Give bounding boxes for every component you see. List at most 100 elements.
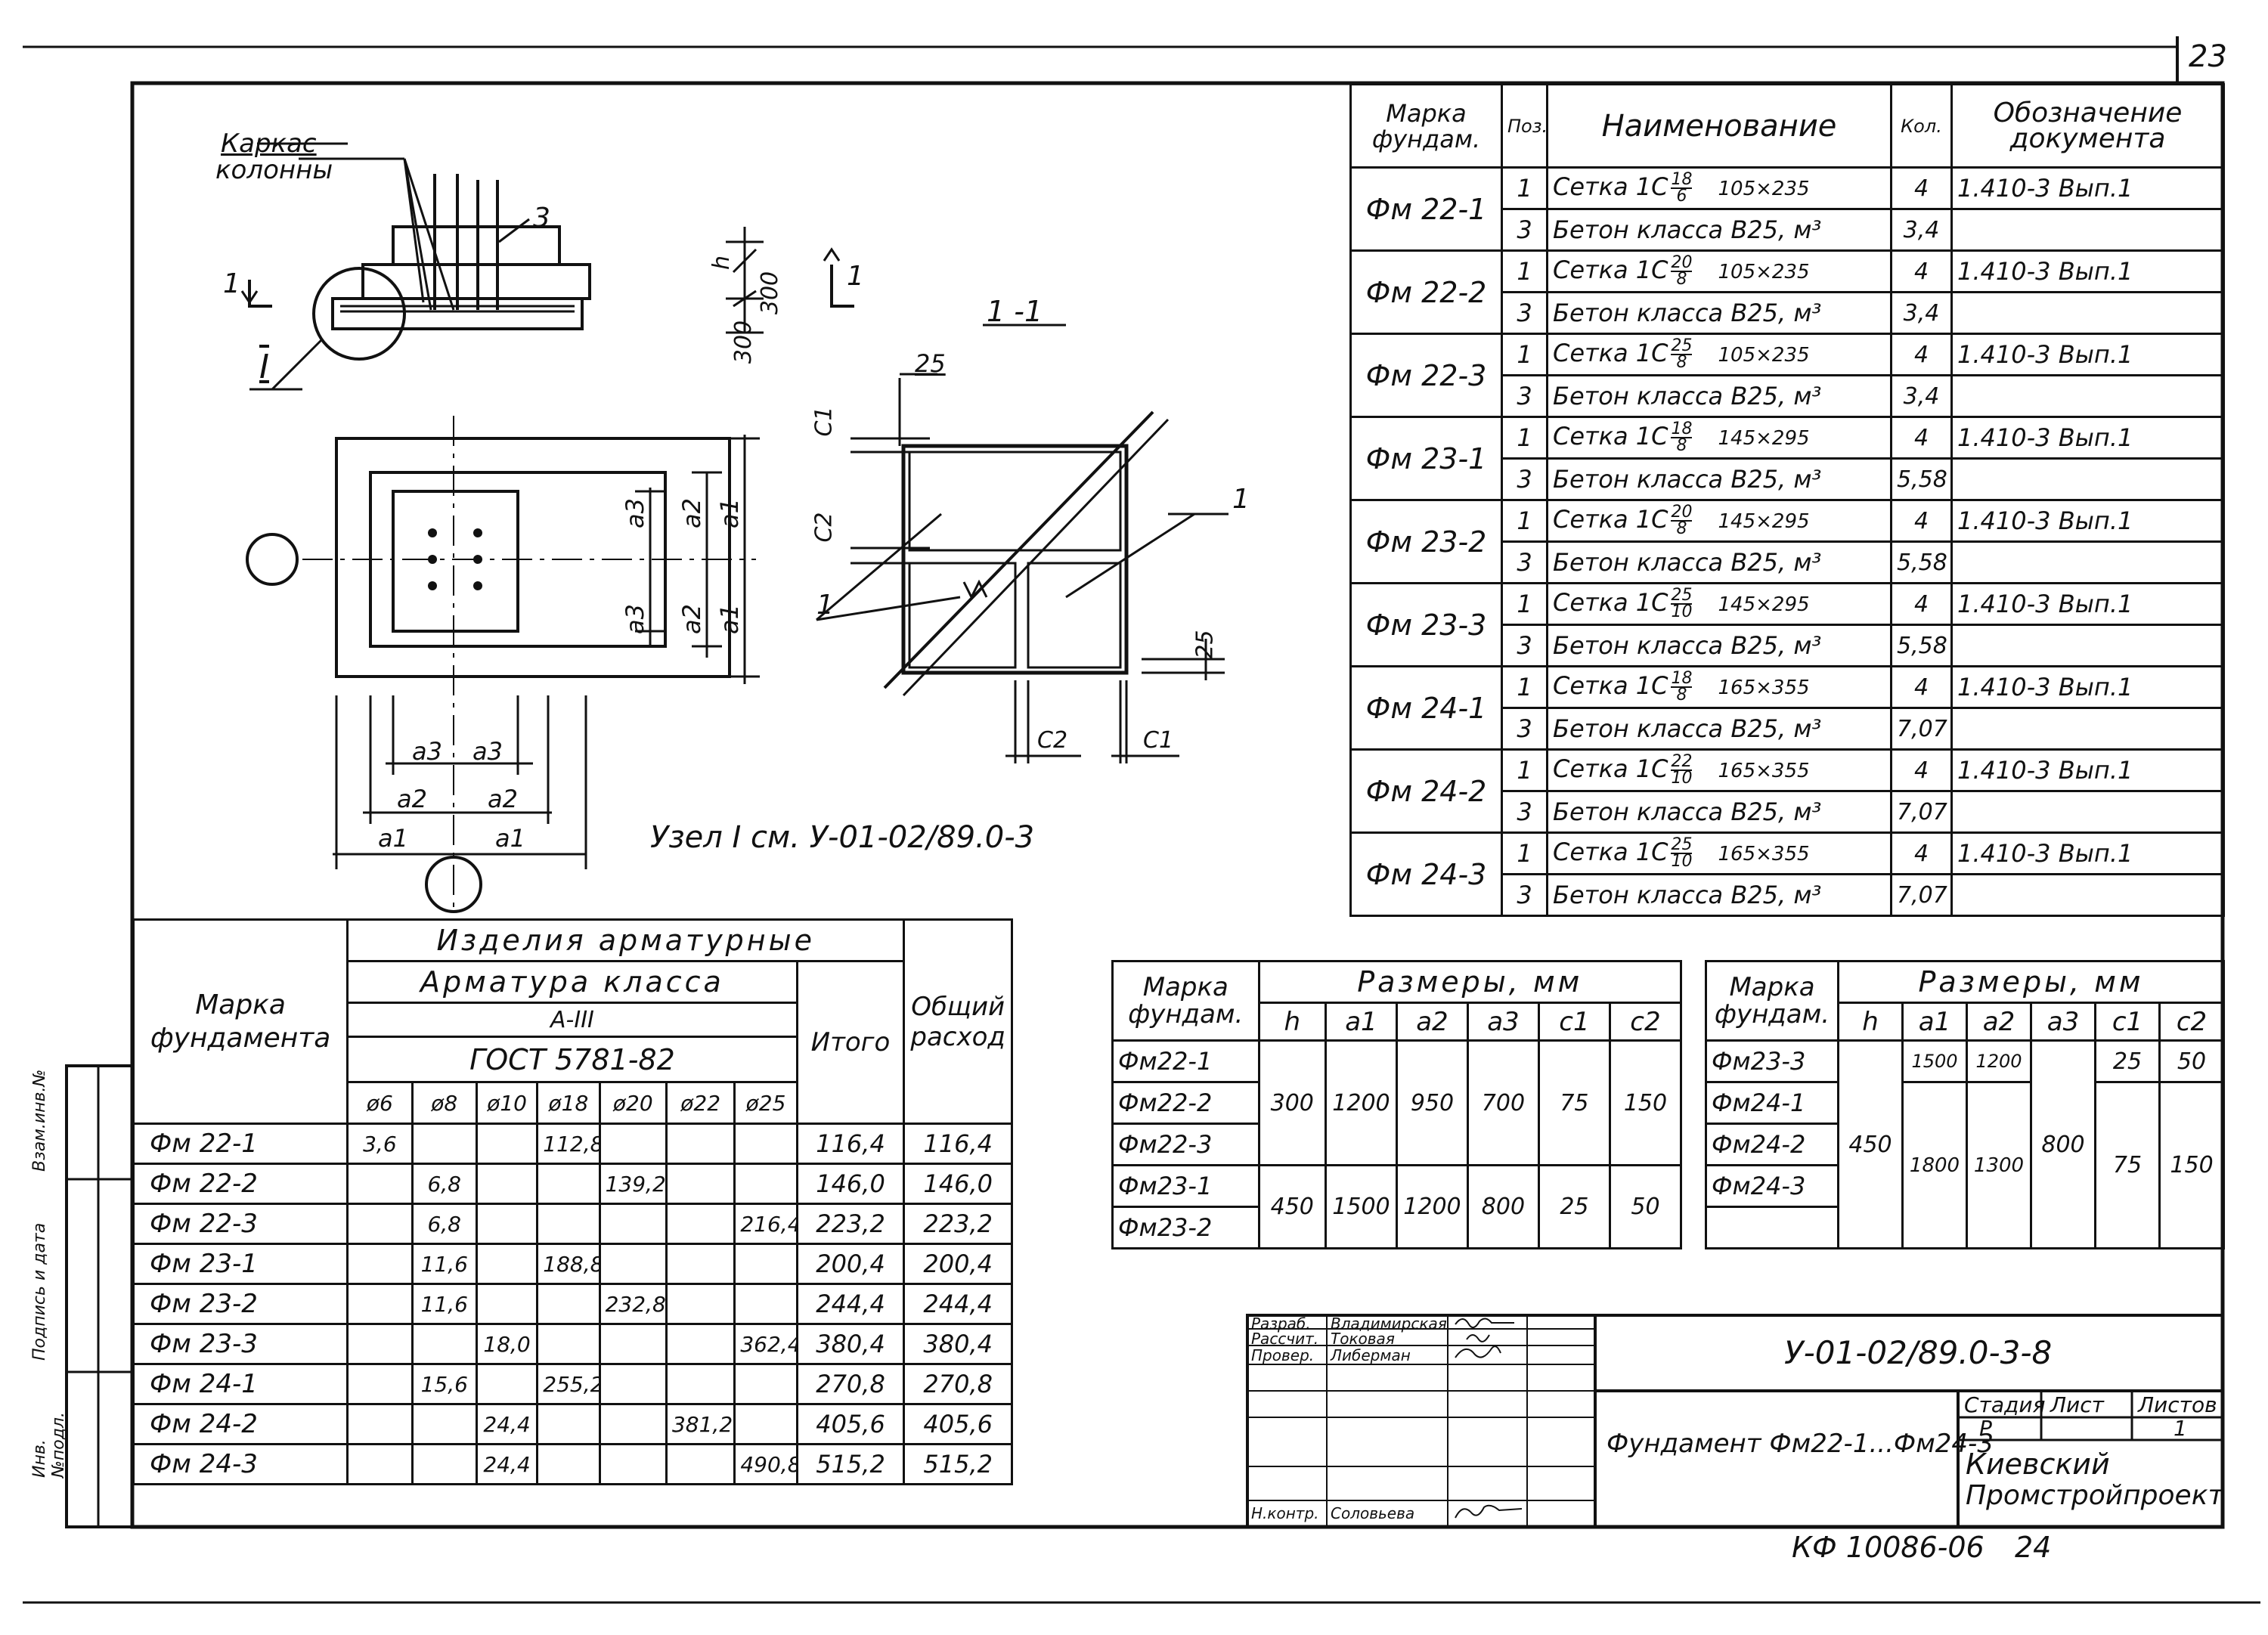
rebar-value	[475, 1163, 539, 1205]
rebar-value: 362,4	[733, 1323, 798, 1365]
spec-name: Бетон класса B25, м³	[1546, 208, 1892, 252]
rebar-total: 223,2	[795, 1203, 906, 1245]
dims2-a1: 1800	[1901, 1081, 1968, 1249]
spec-name: Бетон класса B25, м³	[1546, 540, 1892, 584]
spec-header-pos: Поз.	[1501, 83, 1548, 169]
spec-doc: 1.410-3 Вып.1	[1950, 665, 2225, 709]
tb-header-sheets: Листов	[2138, 1392, 2217, 1417]
spec-frac-top: 25	[1671, 586, 1693, 605]
plan-a2-bottom-right: a2	[488, 785, 518, 813]
rebar-diameter-header: ø20	[598, 1081, 668, 1125]
rebar-value	[665, 1323, 736, 1365]
spec-qty: 7,07	[1890, 707, 1953, 751]
tb-sheets: 1	[2174, 1416, 2187, 1441]
spec-frac-top: 20	[1671, 253, 1693, 272]
spec-pos: 1	[1501, 582, 1548, 626]
rebar-total: 270,8	[795, 1363, 906, 1405]
dims2-header-row-1: Марка фундам. Размеры, мм	[1705, 960, 2226, 1042]
rebar-diameter-header: ø25	[733, 1081, 798, 1125]
dims2-a2-first: 1200	[1966, 1039, 2032, 1083]
spec-doc: 1.410-3 Вып.1	[1950, 582, 2225, 626]
rebar-value	[346, 1163, 414, 1205]
plan-a1-bottom-right: a1	[495, 824, 525, 853]
rebar-total: 244,4	[795, 1283, 906, 1325]
spec-frac-top: 18	[1671, 420, 1693, 438]
rebar-header-gost: ГОСТ 5781-82	[346, 1036, 798, 1083]
rebar-mark: Фм 23-1	[132, 1243, 349, 1285]
spec-frac-bottom: 8	[1676, 436, 1687, 455]
dims1-header-mark: Марка фундам.	[1111, 960, 1260, 1042]
tb-org-line2: Промстройпроект	[1966, 1480, 2224, 1511]
tb-role-3: Провер.	[1251, 1346, 1315, 1364]
tb-role-1: Разраб.	[1251, 1315, 1311, 1333]
rebar-value	[536, 1323, 601, 1365]
spec-name-text: Бетон класса B25, м³	[1553, 714, 1822, 743]
dims1-value: 75	[1537, 1039, 1611, 1166]
spec-frac-top: 25	[1671, 336, 1693, 355]
section-mark-left: 1	[223, 268, 240, 299]
section-mark-right: 1	[847, 261, 864, 292]
spec-pos: 3	[1501, 624, 1548, 667]
rebar-value: 188,8	[536, 1243, 601, 1285]
rebar-value	[346, 1363, 414, 1405]
rebar-value	[598, 1363, 668, 1405]
spec-qty: 3,4	[1890, 208, 1953, 252]
dims1-mark: Фм23-1	[1111, 1164, 1260, 1208]
section-view	[816, 324, 1228, 763]
spec-header-row: Марка фундам. Поз. Наименование Кол. Обо…	[1349, 83, 2225, 169]
rebar-mark: Фм 22-1	[132, 1123, 349, 1165]
rebar-mark: Фм 24-2	[132, 1403, 349, 1445]
spec-size: 145×295	[1718, 510, 1810, 533]
dims2-c1: 75	[2094, 1081, 2161, 1249]
tb-role-2: Рассчит.	[1251, 1330, 1319, 1348]
rebar-value: 381,2	[665, 1403, 736, 1445]
dims2-mark-empty	[1705, 1206, 1839, 1249]
dims1-mark: Фм22-2	[1111, 1081, 1260, 1125]
rebar-value	[475, 1123, 539, 1165]
rebar-value	[598, 1243, 668, 1285]
spec-size: 145×295	[1718, 427, 1810, 450]
rebar-header-row-2: Арматура класса Итого	[134, 960, 1012, 1125]
rebar-value	[733, 1243, 798, 1285]
rebar-diameter-header: ø10	[475, 1081, 539, 1125]
spec-frac-top: 18	[1671, 170, 1693, 189]
rebar-value	[346, 1243, 414, 1285]
tb-role-4: Н.контр.	[1251, 1504, 1319, 1522]
rebar-value	[411, 1403, 478, 1445]
spec-doc	[1950, 540, 2225, 584]
rebar-value	[536, 1403, 601, 1445]
spec-name-text: Сетка 1С	[1553, 838, 1668, 866]
rebar-value	[475, 1363, 539, 1405]
rebar-value	[733, 1283, 798, 1325]
spec-header-name: Наименование	[1546, 83, 1892, 169]
spec-name-text: Бетон класса B25, м³	[1553, 465, 1822, 494]
rebar-overall: 116,4	[903, 1123, 1013, 1165]
spec-mark: Фм 24-1	[1349, 665, 1503, 751]
rebar-value: 11,6	[411, 1283, 478, 1325]
dims1-value: 700	[1466, 1039, 1540, 1166]
plan-a3-bottom-right: a3	[472, 737, 503, 766]
dims2-col-header: c2	[2158, 1002, 2226, 1042]
rebar-value	[346, 1443, 414, 1485]
rebar-total: 380,4	[795, 1323, 906, 1365]
rebar-header-overall: Общий расход	[903, 918, 1013, 1125]
rebar-header-class: Арматура класса	[346, 960, 798, 1004]
rebar-value	[411, 1123, 478, 1165]
plan-a3-bottom-left: a3	[412, 737, 442, 766]
rebar-overall: 200,4	[903, 1243, 1013, 1285]
rebar-value	[665, 1363, 736, 1405]
dims1-value: 1500	[1324, 1164, 1398, 1249]
spec-name: Бетон класса B25, м³	[1546, 291, 1892, 335]
rebar-header-mark: Марка фундамента	[132, 918, 349, 1125]
